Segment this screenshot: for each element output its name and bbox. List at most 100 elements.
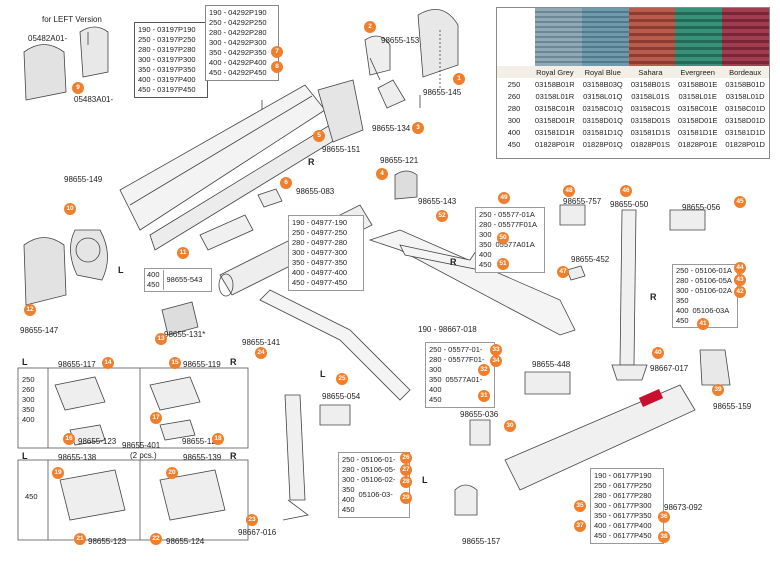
callout-12: 12 xyxy=(24,304,36,316)
table-row: 280 - 03197P280 xyxy=(138,45,196,54)
table-row: 450 xyxy=(479,260,492,269)
side-left-label: L xyxy=(422,475,428,485)
part-98667-017: 98667-017 xyxy=(650,364,689,373)
swatch-evergreen xyxy=(675,8,723,66)
table-code: 05577A01- xyxy=(445,375,483,384)
callout-30: 30 xyxy=(504,420,516,432)
part-98655-117: 98655-117 xyxy=(58,360,96,369)
side-left-label: L xyxy=(22,451,28,461)
part-05482A01: 05482A01- xyxy=(28,34,68,43)
table-row: 400 - 03197P400 xyxy=(138,75,196,84)
table-cell: 03158L01Q xyxy=(583,91,623,101)
table-row: 450 xyxy=(429,395,442,404)
table-row: 400 xyxy=(342,495,355,504)
callout-39: 39 xyxy=(712,384,724,396)
table-row: 300 - 05106-02A xyxy=(676,286,732,295)
table-row: 350 - 04977-350 xyxy=(292,258,348,267)
table-row: 250 - 05577-01- xyxy=(429,345,483,354)
side-right-label: R xyxy=(308,157,315,167)
size-cell: 260 xyxy=(22,385,35,394)
table-cell: 450 xyxy=(507,139,521,149)
part-98655-543: 98655-543 xyxy=(166,275,203,284)
callout-20: 20 xyxy=(166,467,178,479)
part-98655-153: 98655-153 xyxy=(381,36,420,45)
table-row: 190 - 06177P190 xyxy=(594,471,652,480)
table-cell: 03158D01R xyxy=(534,115,575,125)
part-98655-124-a: 98655-124 xyxy=(182,437,221,446)
part-98655-143: 98655-143 xyxy=(418,197,457,206)
roller-part-table: 190 - 04977-190 250 - 04977-250 280 - 04… xyxy=(288,215,364,291)
header-cell xyxy=(497,66,531,78)
table-row: 350 xyxy=(342,485,355,494)
callout-16: 16 xyxy=(63,433,75,445)
table-row: 280 - 06177P280 xyxy=(594,491,652,500)
part-98655-149: 98655-149 xyxy=(64,175,103,184)
table-row: 350 - 06177P350 xyxy=(594,511,652,520)
callout-27: 27 xyxy=(400,464,412,476)
table-cell: 03158D01D xyxy=(725,115,766,125)
size-cell: 300 xyxy=(22,395,35,404)
table-row: 300 xyxy=(429,365,442,374)
part-98655-157: 98655-157 xyxy=(462,537,501,546)
table-row: 400 - 06177P400 xyxy=(594,521,652,530)
table-cell: 250 xyxy=(507,79,521,89)
two-pieces-note: (2 pcs.) xyxy=(130,451,157,460)
callout-17: 17 xyxy=(150,412,162,424)
part-98655-123-b: 98655-123 xyxy=(88,537,127,546)
size-cell: 450 xyxy=(147,280,160,289)
part-98655-138: 98655-138 xyxy=(58,453,97,462)
callout-46: 46 xyxy=(620,185,632,197)
table-cell: 031581D1E xyxy=(677,127,718,137)
table-row: 350 xyxy=(676,296,689,305)
callout-44: 44 xyxy=(734,262,746,274)
table-cell: 031581D1S xyxy=(630,127,671,137)
table-row: 400 - 04977-400 xyxy=(292,268,348,277)
table-cell: 03158L01R xyxy=(535,91,575,101)
table-row: 400 xyxy=(676,306,689,315)
table-cell: 03158B01S xyxy=(630,79,671,89)
bracket-size-450: 450 xyxy=(25,492,38,501)
size-cell: 400 xyxy=(147,270,160,279)
callout-2: 2 xyxy=(364,21,376,33)
leg-part-table-left: 250 - 05106-01- 280 - 05106-05- 300 - 05… xyxy=(338,452,410,518)
callout-48: 48 xyxy=(563,185,575,197)
callout-35: 35 xyxy=(574,500,586,512)
leg-part-table-right: 250 - 05106-01A 280 - 05106-05A 300 - 05… xyxy=(672,264,738,328)
fabric-colour-table: Royal Grey Royal Blue Sahara Evergreen B… xyxy=(496,7,770,159)
table-cell: 03158L01E xyxy=(678,91,717,101)
swatch-royal-blue xyxy=(581,8,629,66)
table-cell: 03158D01S xyxy=(630,115,671,125)
callout-34: 34 xyxy=(490,355,502,367)
table-cell: 03158C01Q xyxy=(582,103,623,113)
table-cell: 031581D1Q xyxy=(582,127,623,137)
table-row: 250 - 05106-01- xyxy=(342,455,396,464)
part-98667-016: 98667-016 xyxy=(238,528,277,537)
part-98655-124-b: 98655-124 xyxy=(166,537,205,546)
size-cell: 400 xyxy=(22,415,35,424)
callout-1: 1 xyxy=(453,73,465,85)
table-cell: 031581D1D xyxy=(725,127,766,137)
table-cell: 03158C01S xyxy=(630,103,671,113)
part-98655-131: 98655-131* xyxy=(164,330,206,339)
table-cell: 01828P01E xyxy=(678,139,718,149)
part-98655-151: 98655-151 xyxy=(322,145,361,154)
part-98655-119: 98655-119 xyxy=(183,360,221,369)
table-row: 300 xyxy=(479,230,492,239)
table-row: 350 xyxy=(479,240,492,249)
part-98655-121: 98655-121 xyxy=(380,156,419,165)
part-543-box: 400 450 98655-543 xyxy=(144,268,212,292)
callout-24: 24 xyxy=(255,347,267,359)
table-row: 450 - 06177P450 xyxy=(594,531,652,540)
part-98655-452: 98655-452 xyxy=(571,255,610,264)
side-right-label: R xyxy=(650,292,657,302)
swatch-row xyxy=(535,8,769,66)
table-cell: 03158D01Q xyxy=(582,115,623,125)
table-row: 250 - 06177P250 xyxy=(594,481,652,490)
table-row: 450 xyxy=(342,505,355,514)
callout-38: 38 xyxy=(658,531,670,543)
callout-49: 49 xyxy=(498,192,510,204)
table-row: 280 - 05577F01A xyxy=(479,220,537,229)
callout-6: 6 xyxy=(280,177,292,189)
